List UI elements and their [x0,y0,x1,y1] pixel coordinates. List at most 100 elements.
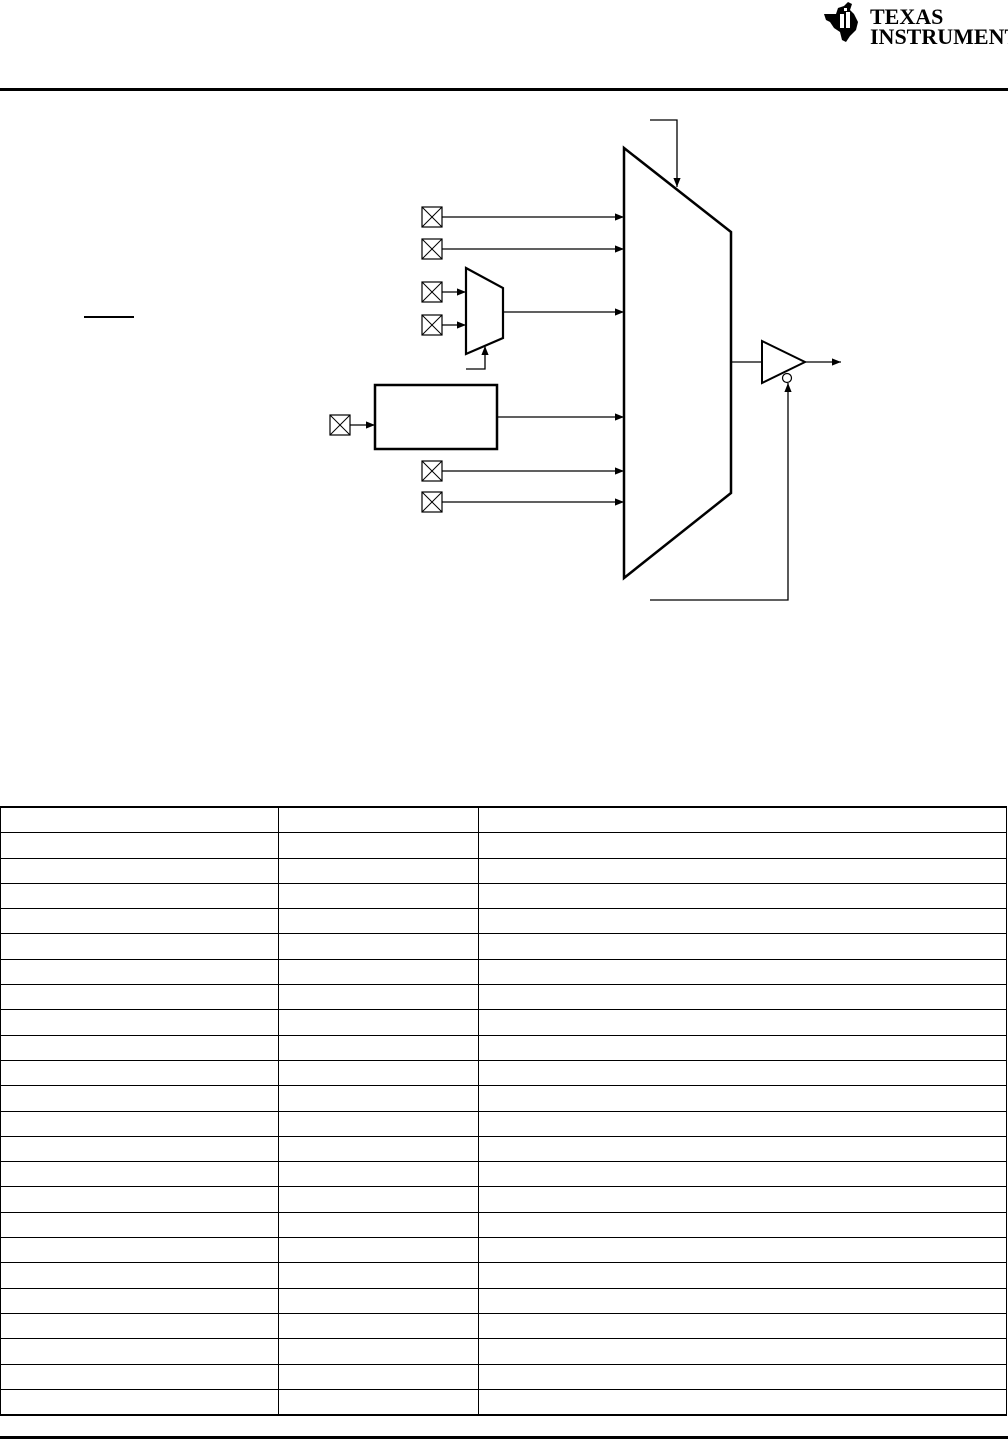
table-cell [478,1363,1007,1390]
table-cell [478,1338,1007,1365]
table-cell [278,933,479,960]
table-cell [0,984,279,1011]
table-row [0,908,1007,935]
multiplexer-trapezoid-icon [622,145,733,581]
table-cell [478,882,1007,910]
table-cell [478,1059,1007,1087]
pad-1 [421,206,624,228]
table-cell [278,984,479,1011]
pad-cross-box-icon [421,491,443,513]
table-row [0,1262,1007,1289]
pad-cross-box-icon [421,206,443,228]
small-mux [464,266,624,370]
table-cell [278,1161,479,1188]
brand-name-line2: INSTRUMENTS [870,24,1008,49]
table-cell [478,984,1007,1011]
table-cell [478,806,1007,834]
table-cell [478,1262,1007,1289]
table-cell [478,958,1007,986]
table-row [0,984,1007,1011]
table-row [0,1110,1007,1137]
table-cell [0,1388,279,1417]
pad-3 [421,281,466,303]
table-cell [478,1211,1007,1239]
table-cell [0,1034,279,1061]
overbar-stub [84,316,134,318]
table-row [0,857,1007,884]
header-rule [0,88,1008,91]
table-cell [278,1211,479,1239]
inverting-output-buffer-icon [761,339,808,385]
multiplexer-trapezoid-icon [464,266,505,356]
table-cell [278,1085,479,1112]
table-cell [478,908,1007,935]
table-cell [278,857,479,884]
pad-5 [329,414,375,436]
table-cell [478,1009,1007,1036]
table-cell [0,1287,279,1314]
table-cell [478,1287,1007,1314]
table-cell [478,832,1007,859]
brand-name-line1: TEXAS [870,4,944,29]
table-cell [478,1312,1007,1340]
table-cell [278,1009,479,1036]
table-cell [278,1186,479,1213]
table-cell [478,1186,1007,1213]
pad-2 [421,238,624,260]
table-cell [0,1135,279,1163]
table-cell [478,1085,1007,1112]
table-cell [0,1363,279,1390]
table-row [0,1059,1007,1087]
table-cell [478,1161,1007,1188]
table-cell [0,933,279,960]
pin-table-body [0,806,1007,1417]
pad-cross-box-icon [421,238,443,260]
table-row [0,1009,1007,1036]
table-cell [0,1186,279,1213]
pad-cross-box-icon [329,414,351,436]
table-cell [478,1237,1007,1264]
table-cell [0,1237,279,1264]
table-cell [478,1034,1007,1061]
table-row [0,933,1007,960]
pad-6 [421,460,624,482]
table-row [0,1338,1007,1365]
pin-table [0,806,1007,1417]
table-row [0,1186,1007,1213]
table-row [0,1034,1007,1061]
table-cell [278,1110,479,1137]
table-cell [0,908,279,935]
table-cell [0,1009,279,1036]
table-cell [0,1338,279,1365]
pad-cross-box-icon [421,460,443,482]
footer-rule [0,1436,1008,1439]
table-row [0,806,1007,834]
table-cell [0,1161,279,1188]
table-cell [278,1312,479,1340]
table-cell [0,832,279,859]
table-cell [478,857,1007,884]
table-row [0,1363,1007,1390]
table-cell [278,1388,479,1417]
table-cell [278,1363,479,1390]
table-cell [0,958,279,986]
table-cell [0,1312,279,1340]
pad-7 [421,491,624,513]
pad-cross-box-icon [421,281,443,303]
table-cell [0,857,279,884]
table-row [0,1312,1007,1340]
table-cell [0,1085,279,1112]
output-buffer [650,339,841,601]
table-cell [278,1287,479,1314]
table-row [0,1237,1007,1264]
table-cell [0,1059,279,1087]
table-cell [278,1262,479,1289]
ti-logo: TEXAS INSTRUMENTS [820,0,1008,50]
table-row [0,958,1007,986]
main-mux [622,145,733,581]
table-cell [278,882,479,910]
table-row [0,1161,1007,1188]
function-block [373,383,624,451]
table-row [0,832,1007,859]
ti-state-logo-icon [824,2,858,42]
